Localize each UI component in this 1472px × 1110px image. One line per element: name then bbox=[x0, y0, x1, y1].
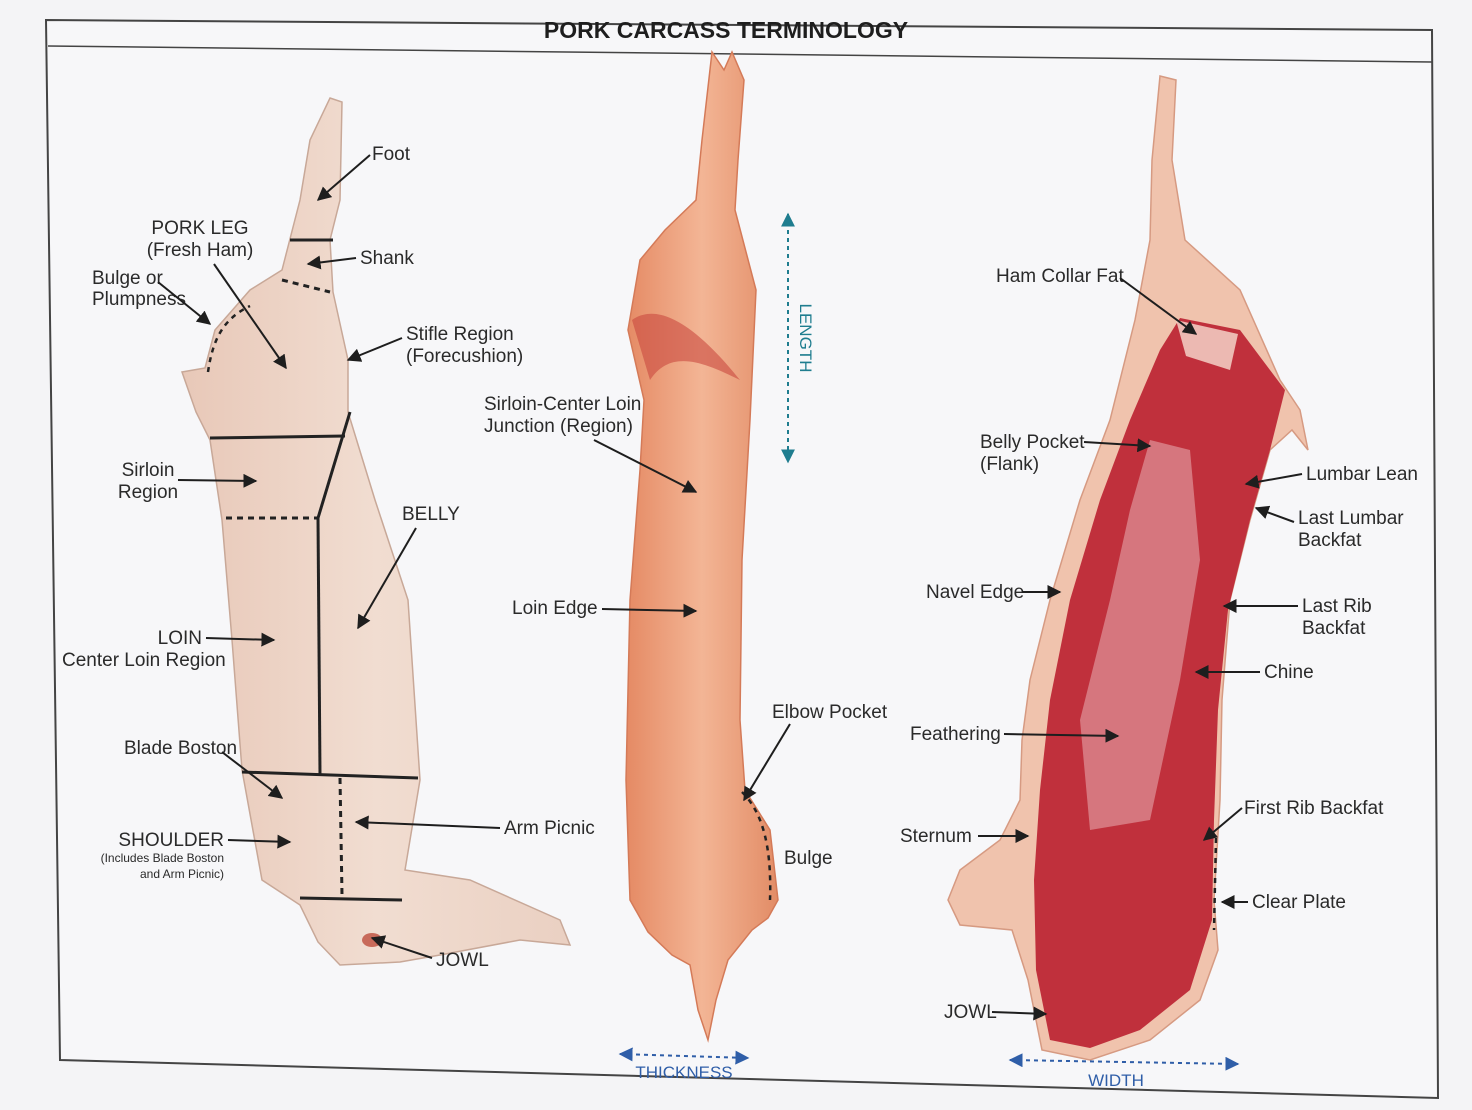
label-blade-boston: Blade Boston bbox=[124, 738, 237, 759]
jowl-cut-line bbox=[300, 898, 402, 900]
label-first-rib-backfat: First Rib Backfat bbox=[1244, 798, 1384, 819]
label-sirloin-2: Region bbox=[118, 482, 178, 503]
label-last-lumbar-1: Last Lumbar bbox=[1298, 508, 1404, 529]
label-last-rib-2: Backfat bbox=[1302, 618, 1366, 639]
label-bulge-1: Bulge or bbox=[92, 268, 163, 289]
label-belly-pocket-1: Belly Pocket bbox=[980, 432, 1085, 453]
label-chine: Chine bbox=[1264, 662, 1314, 683]
label-lumbar-lean: Lumbar Lean bbox=[1306, 464, 1418, 485]
label-stifle-1: Stifle Region bbox=[406, 324, 514, 345]
diagram-title: PORK CARCASS TERMINOLOGY bbox=[544, 17, 908, 43]
label-navel-edge: Navel Edge bbox=[926, 582, 1024, 603]
label-shoulder: SHOULDER bbox=[118, 830, 224, 851]
label-pork-leg-2: (Fresh Ham) bbox=[147, 240, 254, 261]
label-sirloin-1: Sirloin bbox=[122, 460, 175, 481]
label-ham-collar-fat: Ham Collar Fat bbox=[996, 266, 1124, 287]
label-feathering: Feathering bbox=[910, 724, 1001, 745]
label-length: LENGTH bbox=[796, 304, 815, 373]
label-belly-pocket-2: (Flank) bbox=[980, 454, 1039, 475]
label-width: WIDTH bbox=[1088, 1071, 1144, 1090]
label-sirloin-junction-1: Sirloin-Center Loin bbox=[484, 394, 641, 415]
label-last-lumbar-2: Backfat bbox=[1298, 530, 1362, 551]
label-sternum: Sternum bbox=[900, 826, 972, 847]
label-shank: Shank bbox=[360, 248, 414, 269]
label-clear-plate: Clear Plate bbox=[1252, 892, 1346, 913]
label-thickness: THICKNESS bbox=[635, 1063, 732, 1082]
label-foot: Foot bbox=[372, 144, 411, 165]
label-sirloin-junction-2: Junction (Region) bbox=[484, 416, 633, 437]
label-shoulder-note-2: and Arm Picnic) bbox=[140, 867, 224, 881]
arrow-sirloin bbox=[178, 480, 256, 481]
label-arm-picnic: Arm Picnic bbox=[504, 818, 595, 839]
label-loin: LOIN bbox=[158, 628, 202, 649]
label-jowl-left: JOWL bbox=[436, 950, 489, 971]
label-center-loin: Center Loin Region bbox=[62, 650, 226, 671]
label-stifle-2: (Forecushion) bbox=[406, 346, 523, 367]
sirloin-cut-line bbox=[210, 436, 345, 438]
label-jowl-right: JOWL bbox=[944, 1002, 997, 1023]
label-last-rib-1: Last Rib bbox=[1302, 596, 1372, 617]
label-loin-edge: Loin Edge bbox=[512, 598, 598, 619]
label-belly: BELLY bbox=[402, 504, 460, 525]
label-elbow-pocket: Elbow Pocket bbox=[772, 702, 888, 723]
label-pork-leg-1: PORK LEG bbox=[151, 218, 248, 239]
belly-loin-divide bbox=[318, 518, 320, 775]
label-shoulder-note-1: (Includes Blade Boston bbox=[101, 851, 224, 865]
label-bulge-middle: Bulge bbox=[784, 848, 833, 869]
